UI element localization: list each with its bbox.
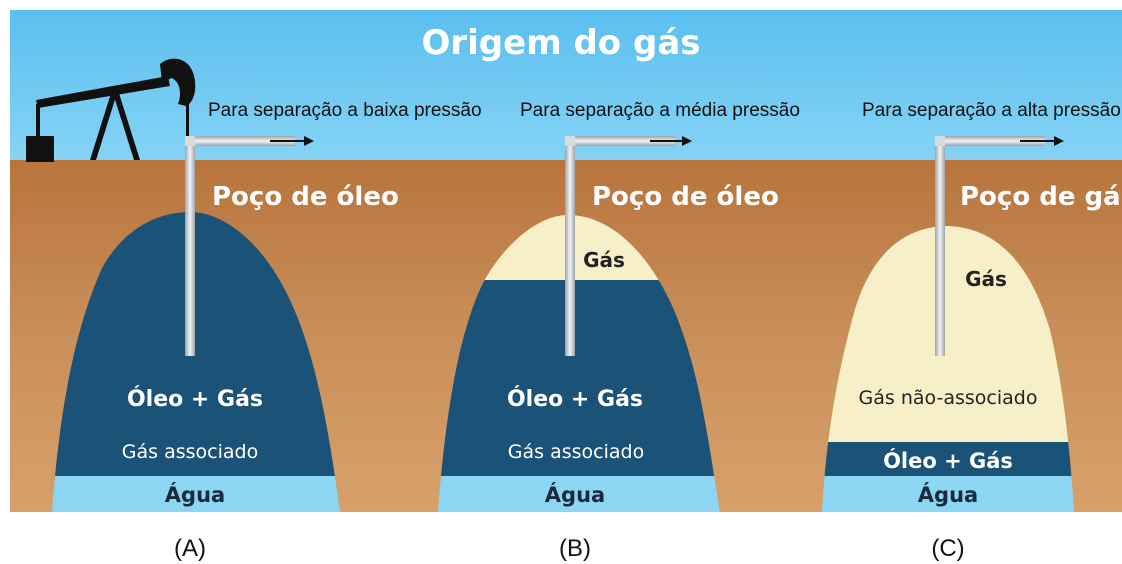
layer-gas-c: Gás <box>965 267 1007 291</box>
layer-sub-c: Gás não-associado <box>859 387 1038 409</box>
well-type-b: Poço de óleo <box>592 182 779 212</box>
layer-sub-b: Gás associado <box>508 441 644 463</box>
layer-water-b: Água <box>545 482 605 507</box>
layer-main-a: Óleo + Gás <box>127 386 263 412</box>
pipe-icon <box>185 136 295 356</box>
arrow-text-c: Para separação a alta pressão <box>862 100 1121 121</box>
reservoir-b <box>438 215 720 512</box>
caption-b: (B) <box>559 535 591 562</box>
layer-sub-a: Gás associado <box>122 441 258 463</box>
layer-main-b: Óleo + Gás <box>507 386 643 412</box>
arrow-right-icon <box>1020 136 1064 146</box>
well-type-c: Poço de gás <box>960 182 1122 212</box>
caption-a: (A) <box>174 535 206 562</box>
pipe-icon <box>565 136 675 356</box>
arrow-text-b: Para separação a média pressão <box>520 100 800 121</box>
layer-gas-b: Gás <box>583 248 625 272</box>
diagram-title: Origem do gás <box>421 23 700 63</box>
arrow-text-a: Para separação a baixa pressão <box>208 100 482 121</box>
well-type-a: Poço de óleo <box>212 182 399 212</box>
arrow-right-icon <box>270 136 314 146</box>
pipe-icon <box>935 136 1045 356</box>
layer-water-a: Água <box>165 482 225 507</box>
layer-main-c: Óleo + Gás <box>883 448 1013 473</box>
arrow-right-icon <box>650 136 692 146</box>
caption-strip <box>0 512 1122 564</box>
layer-water-c: Água <box>918 482 978 507</box>
caption-c: (C) <box>931 535 964 562</box>
pumpjack-icon <box>26 58 196 162</box>
